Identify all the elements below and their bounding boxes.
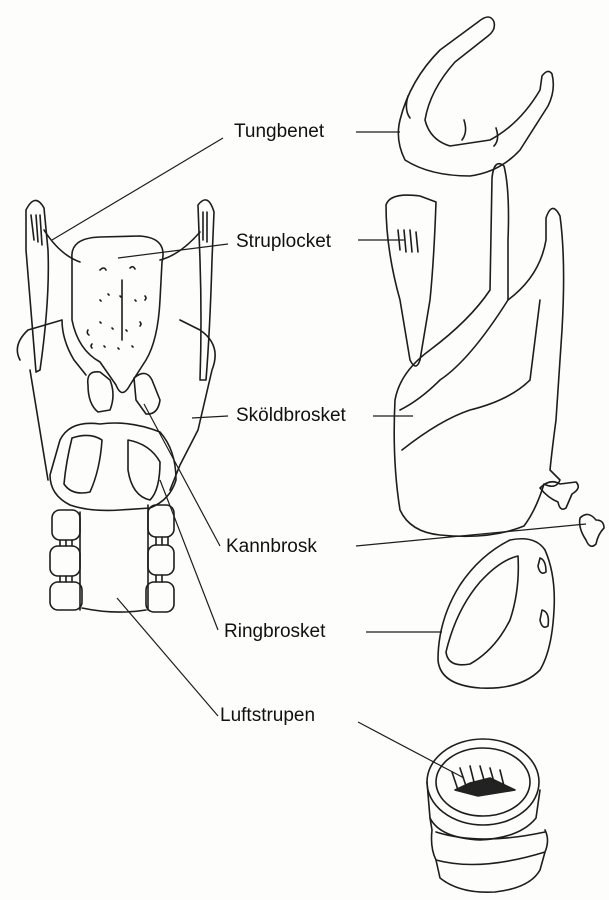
hyoid-shading [31, 212, 207, 245]
epiglottis-separate [386, 195, 436, 366]
leader-luftstrupen-right [358, 722, 464, 778]
cricoid-ring-opening [446, 556, 518, 665]
exploded-larynx [386, 17, 604, 892]
hyoid-bone [398, 17, 553, 176]
leader-skoldbrosket-left [192, 416, 228, 418]
thyroid-inner-line [400, 300, 540, 450]
cricoid-left [50, 423, 176, 510]
epiglottis-separate-shading [398, 230, 418, 252]
epiglottis-dots [87, 267, 146, 349]
leader-tungbenet-left [52, 138, 223, 240]
thyroid-outline [17, 320, 215, 490]
label-skoldbrosket: Sköldbrosket [236, 406, 346, 425]
leader-lines [52, 132, 586, 778]
assembled-larynx [17, 200, 215, 612]
epiglottis [72, 236, 163, 393]
cricoid-ring-facets [538, 558, 548, 627]
leader-ringbrosket-left [160, 480, 218, 630]
cricoid-facets [64, 435, 160, 500]
label-tungbenet: Tungbenet [234, 122, 324, 141]
arytenoid-piece-1 [540, 482, 578, 509]
label-kannbrosk: Kannbrosk [226, 537, 317, 556]
arytenoid-left [88, 372, 113, 412]
leader-kannbrosk-right [356, 524, 586, 546]
thyroid-cartilage [394, 164, 563, 537]
leader-luftstrupen-left [117, 598, 218, 716]
cricoid-ring [438, 539, 554, 688]
hyoid-bone-horns [406, 96, 497, 146]
label-ringbrosket: Ringbrosket [224, 622, 325, 641]
trachea-left-view [50, 505, 174, 612]
trachea-segment [427, 739, 548, 892]
hyoid-right-horn [198, 200, 214, 380]
arytenoid-right [134, 373, 160, 414]
leader-kannbrosk-left [144, 404, 220, 546]
label-struplocket: Struplocket [236, 232, 331, 251]
label-luftstrupen: Luftstrupen [220, 706, 315, 725]
arytenoid-piece-2 [580, 514, 604, 546]
